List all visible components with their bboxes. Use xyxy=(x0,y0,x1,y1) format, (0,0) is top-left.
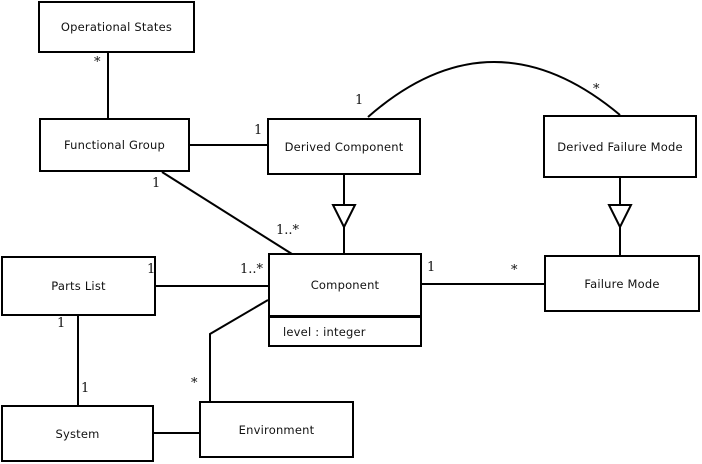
multiplicity-label: 1 xyxy=(81,381,90,396)
class-parts-list: Parts List xyxy=(1,256,156,316)
class-name-compartment: Component xyxy=(270,255,420,318)
association-arc-derived-component-derived-failure-mode xyxy=(367,61,621,118)
class-system: System xyxy=(1,405,154,462)
class-name-label: Component xyxy=(310,278,380,292)
multiplicity-label: * xyxy=(94,55,101,70)
class-attributes-compartment: level : integer xyxy=(270,318,420,345)
class-name-label: Failure Mode xyxy=(584,276,660,291)
multiplicity-label: 1 xyxy=(355,93,364,108)
class-name-label: Derived Failure Mode xyxy=(557,139,683,154)
class-name-label: System xyxy=(55,426,100,441)
class-failure-mode: Failure Mode xyxy=(544,255,700,312)
multiplicity-label: * xyxy=(511,263,518,278)
multiplicity-label: 1 xyxy=(57,316,66,331)
class-name-label: Parts List xyxy=(51,279,106,293)
multiplicity-label: * xyxy=(593,82,600,97)
class-derived-component: Derived Component xyxy=(267,118,421,175)
generalization-triangle-icon xyxy=(331,204,357,230)
class-name-label: Operational States xyxy=(60,20,173,34)
class-operational-states: Operational States xyxy=(38,1,195,53)
class-derived-failure-mode: Derived Failure Mode xyxy=(543,115,697,178)
association-functional-group-component xyxy=(161,171,293,255)
multiplicity-label: * xyxy=(191,376,198,391)
association-component-environment xyxy=(209,299,269,401)
multiplicity-label: 1..* xyxy=(240,262,264,277)
class-name-label: Environment xyxy=(238,422,315,437)
multiplicity-label: 1 xyxy=(152,176,161,191)
multiplicity-label: 1 xyxy=(427,260,436,275)
generalization-triangle-icon xyxy=(607,204,633,230)
class-name-label: Functional Group xyxy=(63,138,166,152)
multiplicity-label: 1 xyxy=(254,123,263,138)
class-functional-group: Functional Group xyxy=(39,118,190,172)
multiplicity-label: 1 xyxy=(147,262,156,277)
class-environment: Environment xyxy=(199,401,354,458)
class-attribute-label: level : integer xyxy=(283,324,366,339)
class-component: Component level : integer xyxy=(268,253,422,347)
class-name-label: Derived Component xyxy=(284,139,404,154)
multiplicity-label: 1..* xyxy=(276,223,300,238)
